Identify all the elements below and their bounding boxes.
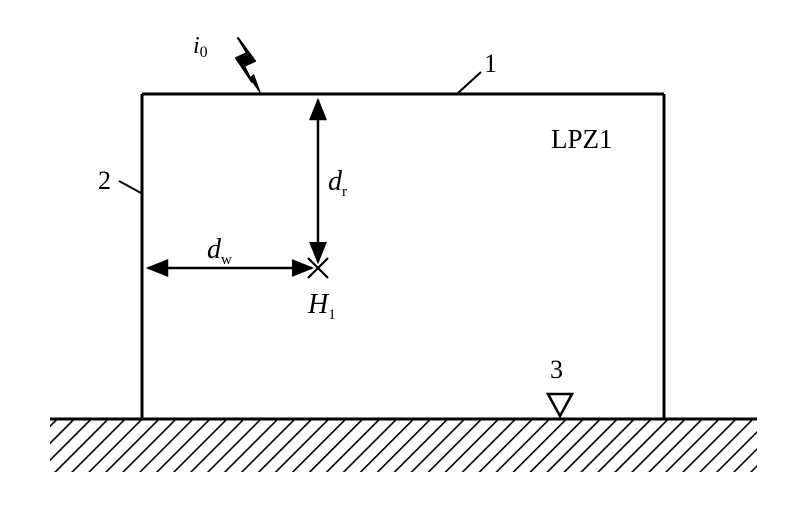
callout-2: 2 — [98, 166, 111, 195]
dr-sub: r — [342, 184, 347, 200]
h1-label: H1 — [307, 289, 336, 323]
ground-hatch — [50, 420, 757, 472]
current-main: i — [193, 33, 200, 59]
h1-main: H — [307, 289, 330, 320]
lightning-arrowhead — [249, 74, 262, 96]
dw-sub: w — [221, 252, 232, 268]
zone-label: LPZ1 — [551, 124, 613, 154]
h1-sub: 1 — [328, 307, 336, 323]
callout-2-leader — [118, 180, 142, 194]
grounding-triangle-icon — [545, 392, 575, 419]
dw-main: d — [207, 234, 222, 265]
current-sub: 0 — [200, 44, 208, 61]
dr-main: d — [328, 166, 343, 197]
callout-1-leader — [457, 71, 482, 94]
dr-label: dr — [328, 166, 347, 200]
lightning-icon — [235, 37, 256, 83]
dw-label: dw — [207, 234, 232, 268]
callout-3: 3 — [550, 355, 563, 384]
callout-1: 1 — [484, 49, 497, 78]
point-h1-marker — [307, 257, 329, 279]
current-label: i0 — [193, 33, 208, 61]
